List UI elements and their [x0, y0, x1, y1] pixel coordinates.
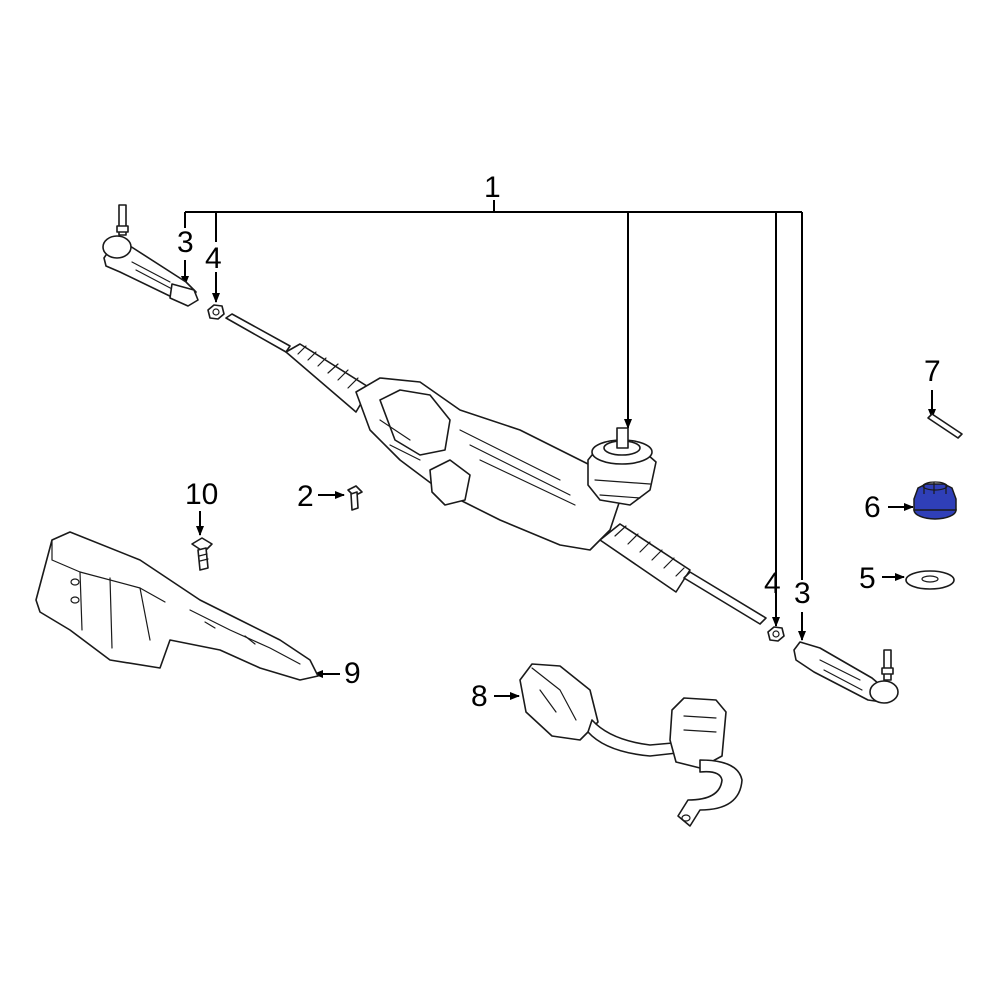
callout-9: 9 [344, 657, 361, 690]
bolt-part-2 [347, 485, 363, 511]
callout-8: 8 [471, 680, 488, 713]
leader-arrows [181, 260, 936, 700]
callout-1: 1 [484, 171, 501, 204]
washer-part-5 [905, 570, 955, 590]
callout-7: 7 [924, 355, 941, 388]
wiring-harness-part-8 [519, 663, 743, 827]
callout-10: 10 [185, 478, 218, 511]
tie-rod-end-left [102, 204, 199, 307]
heat-shield-part-9 [35, 531, 319, 681]
callout-4-right: 4 [764, 567, 781, 600]
callout-bracket-1 [184, 200, 803, 580]
callout-6: 6 [864, 491, 881, 524]
nut-part-6 [913, 481, 957, 520]
callout-4-left: 4 [205, 242, 222, 275]
bolt-part-10 [191, 537, 213, 571]
pin-part-7 [927, 413, 963, 439]
callout-3-left: 3 [177, 226, 194, 259]
tie-rod-end-right [793, 641, 899, 704]
callout-5: 5 [859, 562, 876, 595]
steering-rack-assembly [225, 313, 767, 625]
callout-2: 2 [297, 480, 314, 513]
callout-3-right: 3 [794, 577, 811, 610]
jam-nut-right [767, 626, 785, 642]
jam-nut-left [207, 304, 225, 320]
